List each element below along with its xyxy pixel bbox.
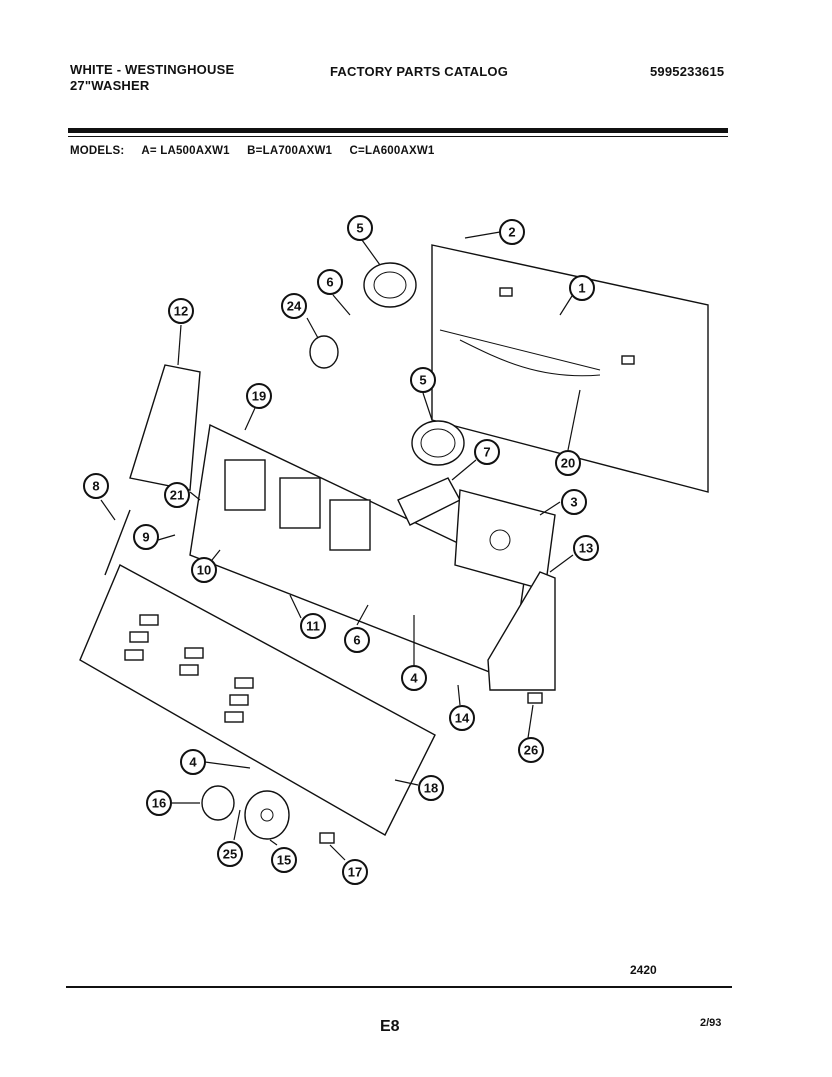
callout-label: 19	[252, 389, 266, 404]
catalog-title: FACTORY PARTS CATALOG	[330, 64, 509, 79]
footer-rule	[66, 986, 732, 988]
callout-11: 11	[300, 613, 326, 639]
lamp-part-7	[397, 477, 461, 526]
callout-label: 4	[410, 671, 418, 686]
callout-label: 4	[189, 755, 197, 770]
end-cap-part-13	[487, 571, 556, 691]
callout-16: 16	[146, 790, 172, 816]
callout-label: 10	[197, 563, 211, 578]
callout-18: 18	[418, 775, 444, 801]
callout-label: 20	[561, 456, 575, 471]
callout-14: 14	[449, 705, 475, 731]
callout-4-a: 4	[401, 665, 427, 691]
callout-20: 20	[555, 450, 581, 476]
console-buttons	[124, 614, 254, 723]
page-code: E8	[380, 1018, 400, 1035]
callout-6-a: 6	[317, 269, 343, 295]
catalog-part-number: 5995233615	[650, 64, 725, 79]
callout-label: 7	[483, 445, 490, 460]
callout-label: 18	[424, 781, 438, 796]
callout-26: 26	[518, 737, 544, 763]
model-b: B=LA700AXW1	[247, 145, 333, 157]
callout-label: 6	[326, 275, 333, 290]
callout-label: 26	[524, 743, 538, 758]
brand-line2: 27"WASHER	[70, 78, 150, 93]
callout-13: 13	[573, 535, 599, 561]
callout-6-b: 6	[344, 627, 370, 653]
knob-part-24	[309, 335, 339, 369]
callout-label: 24	[287, 299, 302, 314]
callout-label: 6	[353, 633, 360, 648]
callout-label: 11	[306, 619, 320, 634]
callout-4-b: 4	[180, 749, 206, 775]
callout-24: 24	[281, 293, 307, 319]
brand-title: WHITE - WESTINGHOUSE 27"WASHER	[70, 62, 234, 94]
switch-part	[411, 420, 465, 466]
callout-9: 9	[133, 524, 159, 550]
callout-label: 1	[578, 281, 585, 296]
callout-19: 19	[246, 383, 272, 409]
clip-part-17	[319, 832, 335, 844]
callout-label: 8	[92, 479, 99, 494]
callout-label: 17	[348, 865, 362, 880]
models-label: MODELS:	[70, 145, 125, 157]
callout-label: 21	[170, 488, 184, 503]
dial-part-15	[244, 790, 290, 840]
header-rule-thin	[68, 136, 728, 137]
callout-7: 7	[474, 439, 500, 465]
callout-2: 2	[499, 219, 525, 245]
callout-label: 2	[508, 225, 515, 240]
diagram-code: 2420	[630, 963, 657, 977]
model-c: C=LA600AXW1	[349, 145, 435, 157]
header-rule-thick	[68, 128, 728, 133]
callout-8: 8	[83, 473, 109, 499]
timer-part	[363, 262, 417, 308]
callout-5-a: 5	[347, 215, 373, 241]
callout-label: 9	[142, 530, 149, 545]
callout-12: 12	[168, 298, 194, 324]
knob-part-16	[201, 785, 235, 821]
leader-lines	[100, 231, 581, 861]
callout-3: 3	[561, 489, 587, 515]
model-a: A= LA500AXW1	[141, 145, 230, 157]
callout-25: 25	[217, 841, 243, 867]
bracket-part-12	[129, 364, 201, 491]
callout-label: 5	[419, 373, 426, 388]
date-code: 2/93	[700, 1017, 722, 1029]
callout-label: 13	[579, 541, 593, 556]
callout-label: 12	[174, 304, 188, 319]
rod-part-8	[104, 509, 131, 576]
callout-10: 10	[191, 557, 217, 583]
callout-label: 25	[223, 847, 237, 862]
callout-label: 5	[356, 221, 363, 236]
callout-5-b: 5	[410, 367, 436, 393]
callout-15: 15	[271, 847, 297, 873]
rear-panel-part	[431, 244, 709, 493]
clip-part-26	[527, 692, 543, 704]
brand-line1: WHITE - WESTINGHOUSE	[70, 62, 235, 77]
callout-17: 17	[342, 859, 368, 885]
callout-label: 16	[152, 796, 166, 811]
console-panel-part-18	[79, 564, 436, 836]
models-line: MODELS: A= LA500AXW1 B=LA700AXW1 C=LA600…	[70, 145, 449, 157]
callout-21: 21	[164, 482, 190, 508]
callout-label: 14	[455, 711, 470, 726]
callout-label: 3	[570, 495, 577, 510]
callout-1: 1	[569, 275, 595, 301]
callout-label: 15	[277, 853, 291, 868]
